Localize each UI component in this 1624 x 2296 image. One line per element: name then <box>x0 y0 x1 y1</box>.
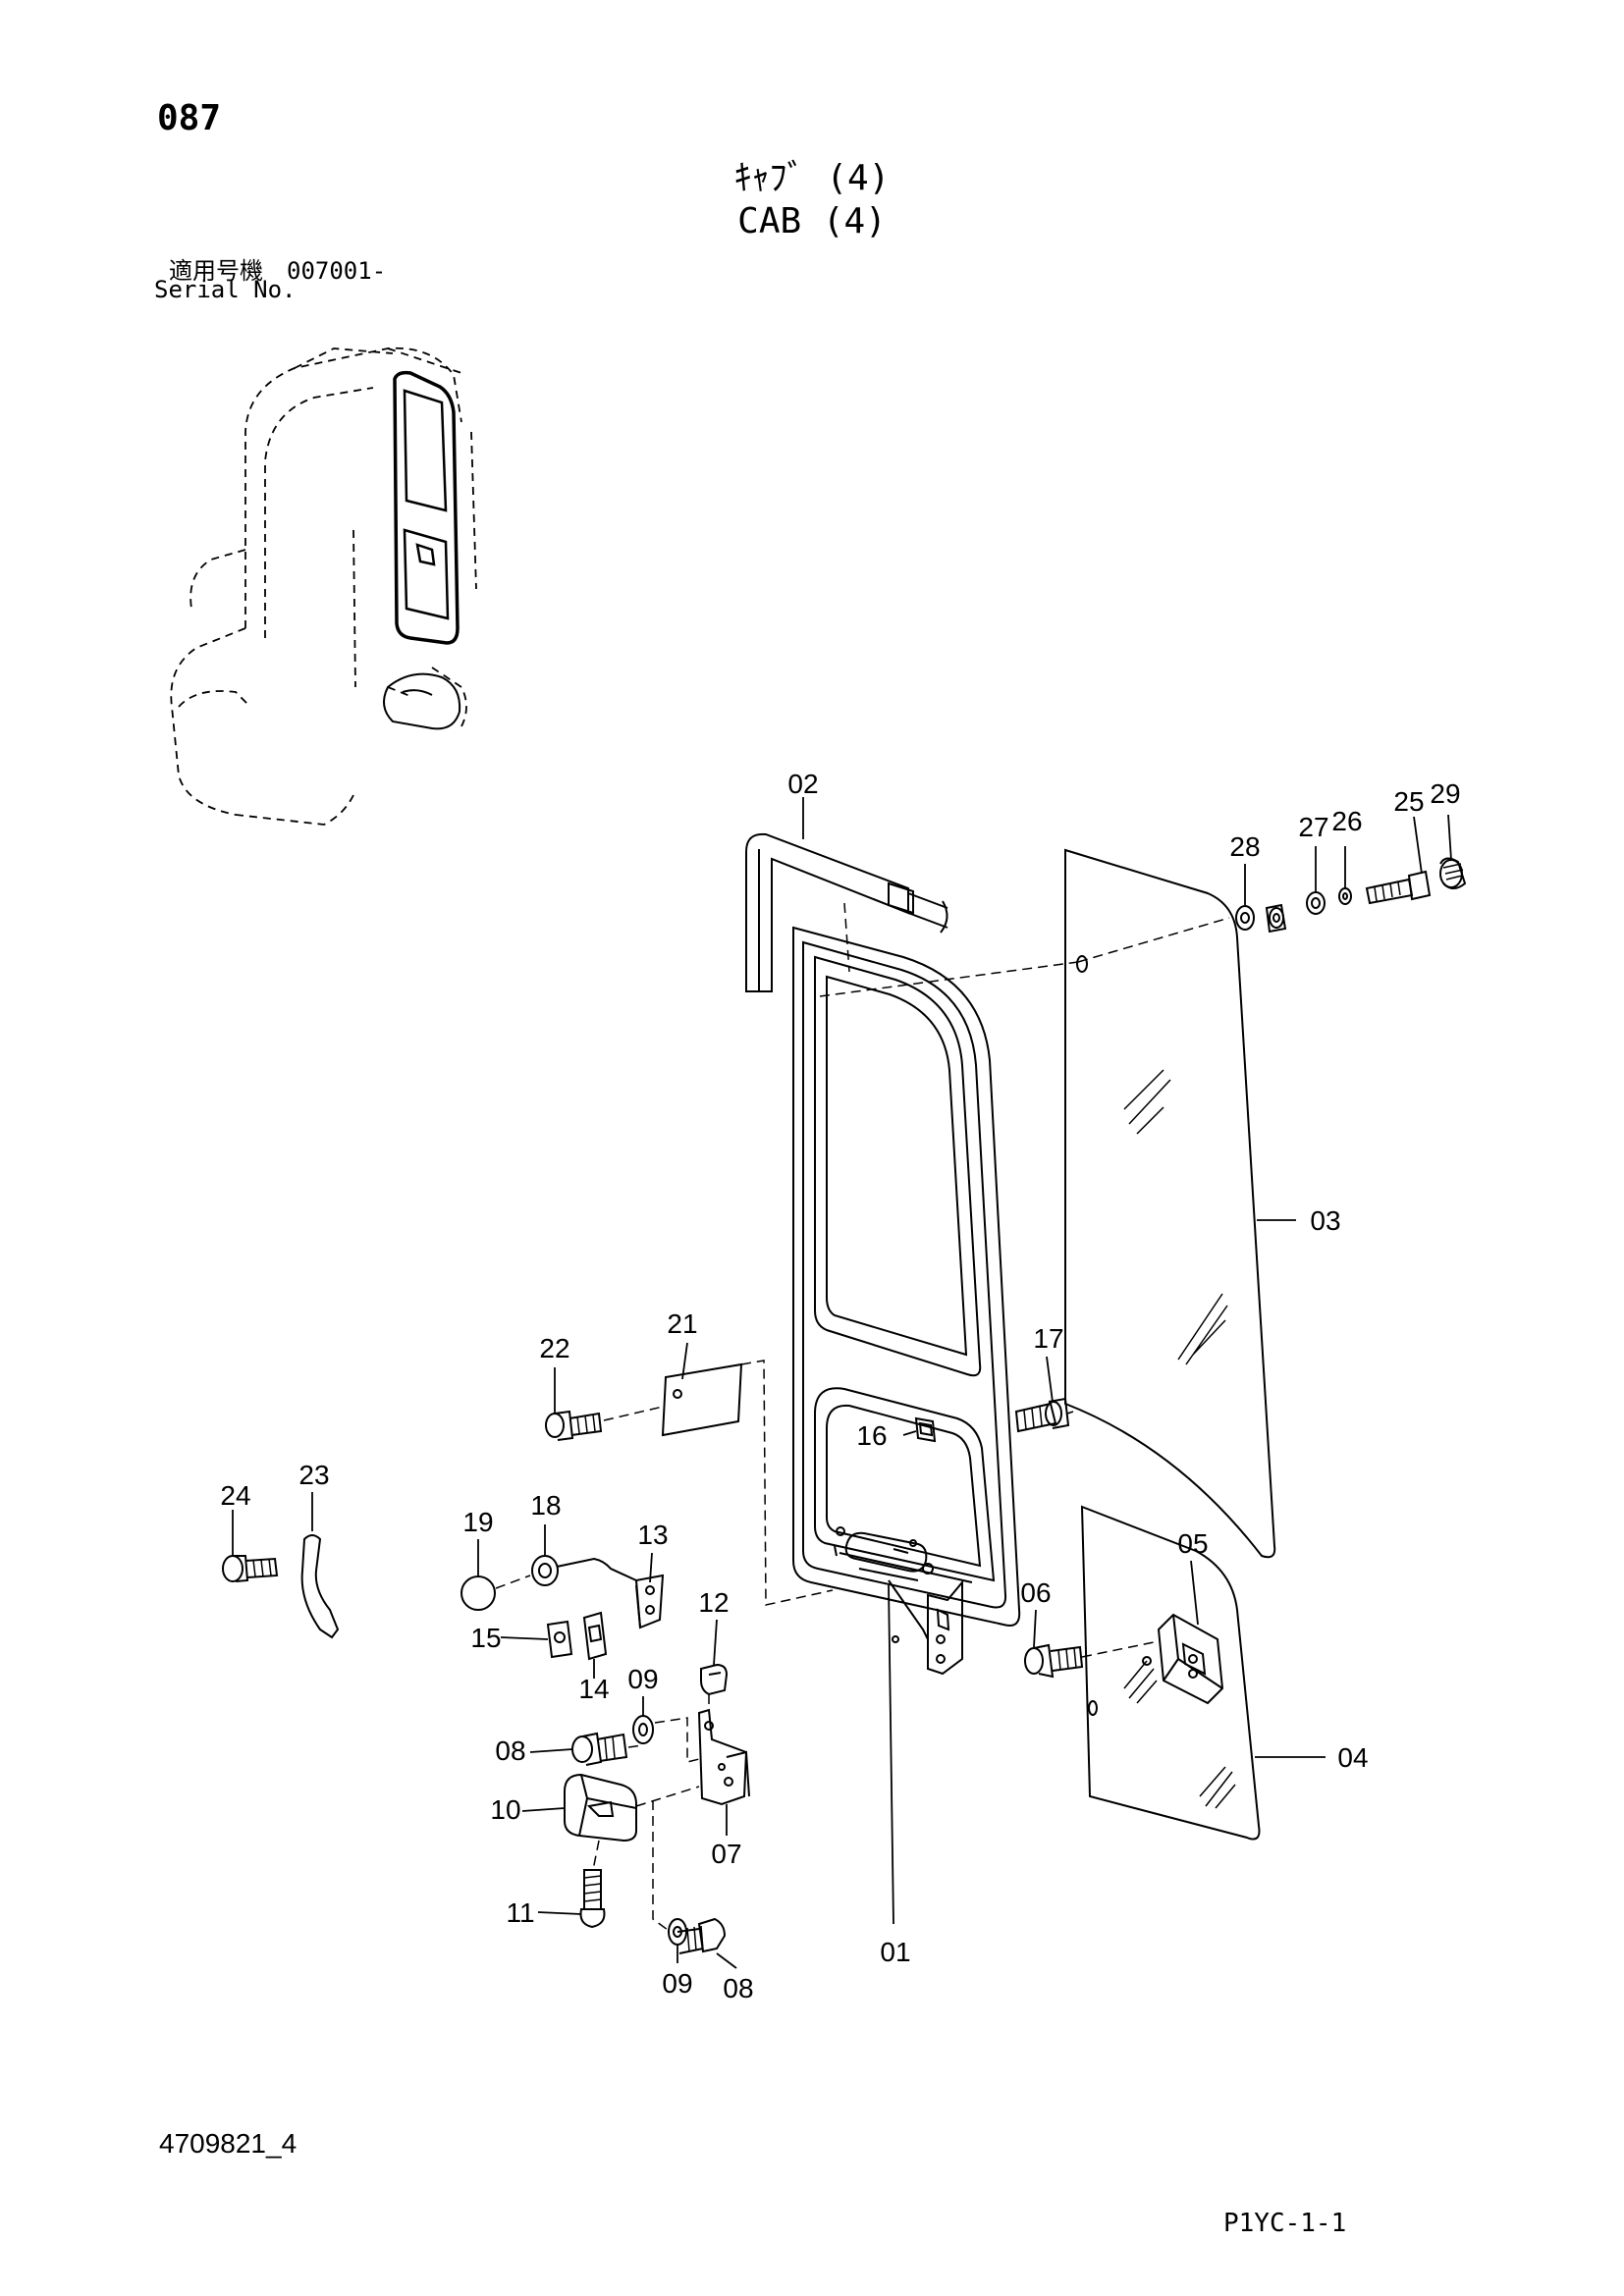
part-12-pin <box>700 1663 729 1696</box>
callout-02: 02 <box>787 769 818 799</box>
callout-07: 07 <box>711 1839 741 1869</box>
callout-26: 26 <box>1331 806 1362 836</box>
callout-13: 13 <box>637 1520 668 1550</box>
part-18-grommet <box>531 1555 559 1586</box>
callout-24: 24 <box>220 1480 250 1511</box>
part-15-clip <box>546 1620 573 1659</box>
callout-28: 28 <box>1229 831 1260 862</box>
cab-overview-sketch <box>170 347 477 826</box>
callout-08: 08 <box>495 1735 525 1766</box>
callout-03: 03 <box>1310 1205 1340 1236</box>
part-06-bolt <box>1024 1643 1084 1679</box>
part-08-bolt <box>571 1732 628 1766</box>
part-21-plate <box>661 1362 743 1437</box>
callout-12: 12 <box>698 1587 729 1618</box>
assembly-lines <box>495 902 1230 1931</box>
callout-06: 06 <box>1020 1577 1051 1608</box>
part-14-clip <box>582 1611 608 1661</box>
serial-number-label: Serial No. <box>154 276 297 303</box>
part-02-seal-strip <box>745 832 948 992</box>
callout-25: 25 <box>1393 786 1424 817</box>
callout-19: 19 <box>462 1507 493 1537</box>
title-japanese: ｷｬﾌﾞ (4) <box>733 158 891 198</box>
callout-08-lower: 08 <box>723 1973 753 2003</box>
callout-27: 27 <box>1298 812 1328 842</box>
callout-16: 16 <box>856 1420 887 1451</box>
part-07-hinge-bracket <box>697 1708 750 1806</box>
page-number: 087 <box>157 98 222 138</box>
callout-01: 01 <box>880 1937 910 1967</box>
callout-09: 09 <box>627 1664 658 1694</box>
callout-10: 10 <box>490 1794 520 1825</box>
callout-14: 14 <box>578 1674 609 1704</box>
part-05-latch <box>1142 1613 1224 1705</box>
callout-11: 11 <box>506 1897 534 1928</box>
callout-18: 18 <box>530 1490 561 1521</box>
document-number: 4709821_4 <box>159 2128 298 2159</box>
part-09-lock-washer <box>632 1715 654 1744</box>
part-17-bolt <box>1014 1397 1070 1433</box>
callout-04: 04 <box>1337 1742 1368 1773</box>
part-22-screw <box>545 1410 603 1441</box>
callout-29: 29 <box>1430 778 1460 809</box>
serial-range-label: 適用号機 007001- <box>169 257 387 285</box>
callout-05: 05 <box>1177 1528 1208 1559</box>
parts-25-29-hardware <box>1235 857 1467 934</box>
part-24-screw <box>222 1555 279 1582</box>
leader-lines <box>232 797 1452 1969</box>
part-13-rod <box>556 1557 665 1629</box>
callout-15: 15 <box>470 1623 501 1653</box>
part-11-bolt <box>579 1869 606 1929</box>
title-english: CAB (4) <box>737 201 887 241</box>
callout-17: 17 <box>1033 1323 1063 1354</box>
part-10-hinge-block <box>564 1773 637 1842</box>
page-code: P1YC-1-1 <box>1223 2209 1347 2238</box>
part-08-bolt-lower <box>677 1917 727 1954</box>
part-03-upper-glass <box>1064 848 1276 1559</box>
part-01-door-frame <box>792 926 1021 1676</box>
part-19-ball <box>460 1575 496 1611</box>
callout-labels: 02 28 27 26 25 29 03 05 06 04 17 16 21 2… <box>220 769 1460 2003</box>
part-04-lower-glass <box>1080 1505 1261 1841</box>
callout-21: 21 <box>667 1308 697 1339</box>
callout-22: 22 <box>539 1333 569 1363</box>
callout-09-lower: 09 <box>662 1968 692 1999</box>
callout-23: 23 <box>298 1460 329 1490</box>
part-23-strap <box>300 1534 340 1639</box>
